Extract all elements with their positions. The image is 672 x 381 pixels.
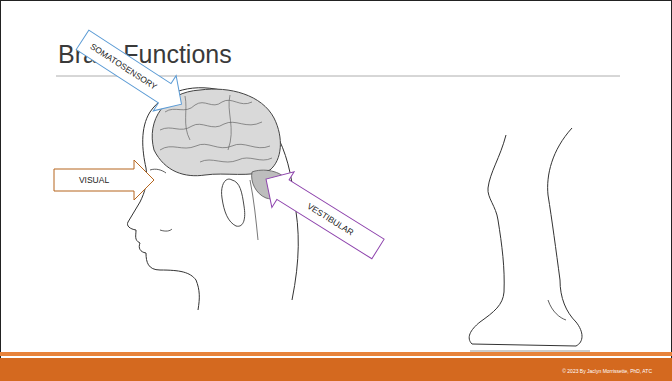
arrow-label: VESTIBULAR [272,172,389,267]
block-arrow: VISUAL [54,160,154,200]
block-arrow: SOMATOSENSORY [71,22,193,121]
copyright-note: © 2023 By Jaclyn Morrissette, PhD, ATC [562,368,652,374]
arrow-outline [71,22,193,121]
arrow-outline [54,160,154,200]
band-line [0,352,672,356]
block-arrow: VESTIBULAR [255,161,389,267]
footer-band [0,358,672,381]
ankle-line [548,300,566,320]
floor [470,350,590,352]
arrow-label: SOMATOSENSORY [71,22,176,111]
brainstem [250,180,258,240]
ear [222,179,245,226]
eye-line [150,169,166,173]
arrow-label: VISUAL [54,160,134,200]
leg [469,128,582,346]
mouth-line [160,229,172,231]
arrow-outline [255,161,389,267]
